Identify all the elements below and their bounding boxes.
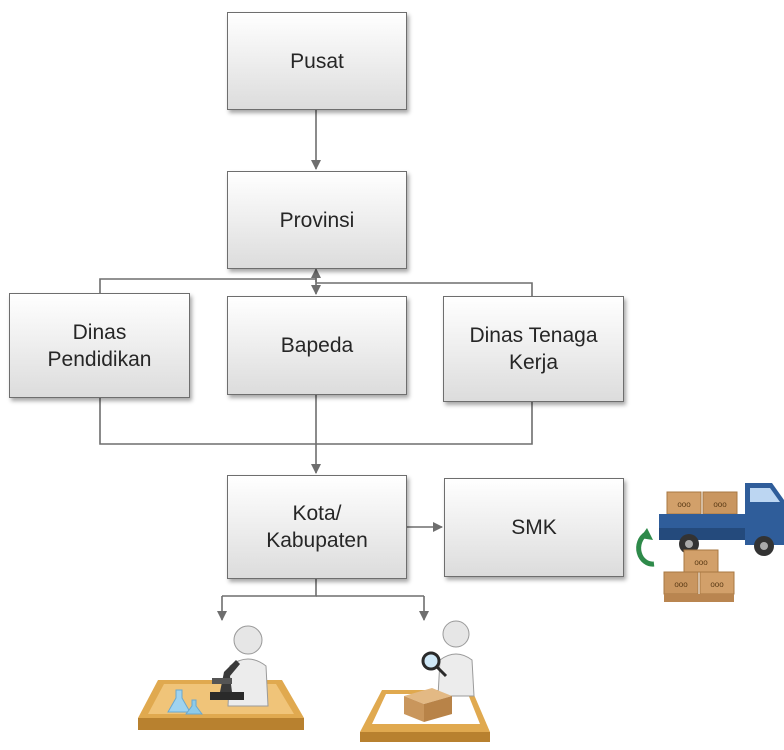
node-bapeda-label: Bapeda [280, 334, 354, 357]
node-smk: SMK [444, 478, 624, 577]
svg-text:ooo: ooo [677, 500, 691, 509]
node-provinsi-label: Provinsi [279, 208, 355, 232]
svg-text:ooo: ooo [713, 500, 727, 509]
svg-text:ooo: ooo [694, 558, 708, 567]
scientist-microscope-icon [138, 625, 304, 730]
node-smk-label: SMK [511, 516, 557, 539]
connector-dinas-pendidikan-top [99, 278, 316, 293]
inspector-magnifier-icon [360, 620, 490, 742]
node-pusat: Pusat [227, 12, 407, 110]
node-kota-kabupaten: Kota/ Kabupaten [227, 475, 407, 579]
stacked-crates-icon: ooo ooo ooo [663, 549, 735, 602]
delivery-truck-icon: ooo ooo [659, 483, 784, 556]
node-dinas-tenaga-kerja: Dinas Tenaga Kerja [443, 296, 624, 402]
circular-arrow-icon [636, 528, 655, 567]
connector-dinas-tenaga-kerja-top [316, 282, 533, 296]
node-bapeda: Bapeda [227, 296, 407, 395]
node-kota-kabupaten-label: Kota/ Kabupaten [266, 502, 368, 552]
node-dinas-pendidikan: Dinas Pendidikan [9, 293, 190, 398]
node-provinsi: Provinsi [227, 171, 407, 269]
node-dinas-pendidikan-label: Dinas Pendidikan [47, 320, 152, 371]
node-pusat-label: Pusat [290, 49, 344, 73]
node-dinas-tenaga-kerja-label: Dinas Tenaga Kerja [469, 324, 598, 374]
svg-text:ooo: ooo [710, 580, 724, 589]
svg-text:ooo: ooo [674, 580, 688, 589]
